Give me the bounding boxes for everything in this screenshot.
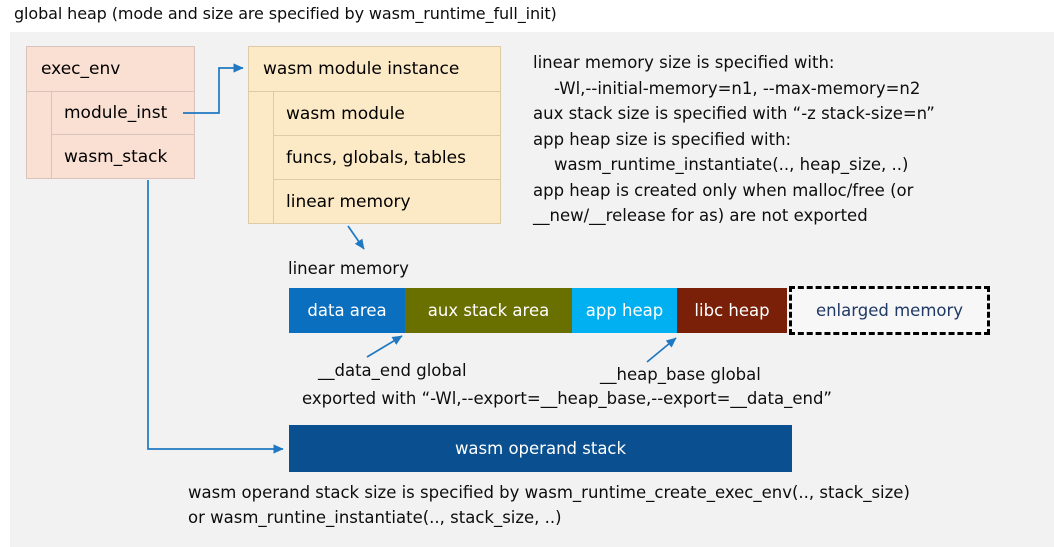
wasm-operand-stack-box: wasm operand stack (289, 425, 792, 472)
exported-with-label: exported with “-Wl,--export=__heap_base,… (302, 389, 832, 408)
wasm-module-instance-group: wasm module instance wasm module funcs, … (248, 46, 501, 224)
exec-env-field-module-inst: module_inst (51, 91, 195, 135)
memory-segment-data-area: data area (289, 288, 405, 333)
memory-segment-app-heap: app heap (572, 288, 677, 333)
module-instance-field-linear-memory: linear memory (273, 179, 501, 224)
memory-segment-aux-stack-area: aux stack area (405, 288, 572, 333)
operand-stack-note-line-2: or wasm_runtine_instantiate(.., stack_si… (188, 508, 562, 527)
module-instance-gutter (248, 91, 274, 224)
module-instance-field-funcs-globals-tables: funcs, globals, tables (273, 135, 501, 180)
linear-memory-notes: linear memory size is specified with: -W… (533, 53, 935, 225)
linear-memory-caption: linear memory (288, 259, 409, 278)
memory-segment-enlarged-memory: enlarged memory (789, 286, 990, 335)
exec-env-group: exec_env module_inst wasm_stack (26, 46, 195, 179)
heap-base-global-label: __heap_base global (600, 365, 761, 384)
operand-stack-note-line-1: wasm operand stack size is specified by … (188, 483, 910, 502)
module-instance-field-wasm-module: wasm module (273, 91, 501, 136)
data-end-global-label: __data_end global (318, 361, 467, 380)
exec-env-header: exec_env (26, 46, 195, 92)
module-instance-header: wasm module instance (248, 46, 501, 92)
exec-env-field-wasm-stack: wasm_stack (51, 134, 195, 179)
page-title: global heap (mode and size are specified… (14, 4, 557, 23)
exec-env-gutter (26, 91, 52, 179)
memory-segment-libc-heap: libc heap (677, 288, 787, 333)
